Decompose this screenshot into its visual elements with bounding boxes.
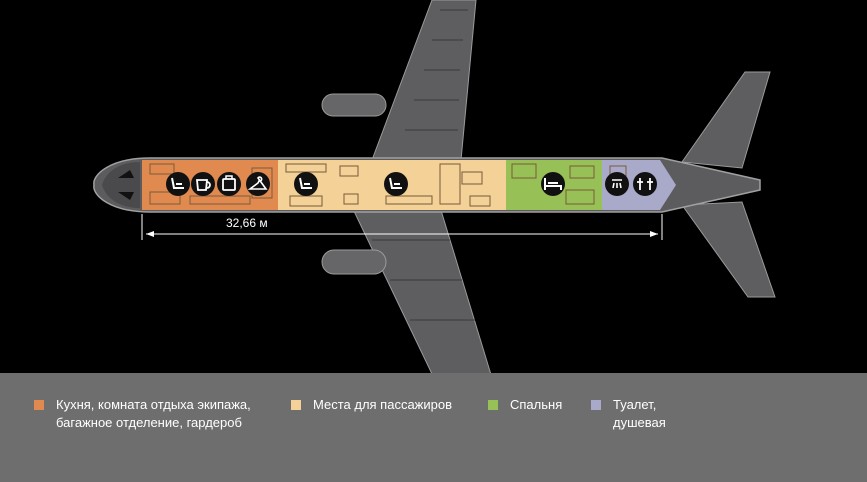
- legend-label: Туалет,: [613, 397, 657, 412]
- legend-swatch-passenger: [291, 400, 301, 410]
- upper-wing: [371, 0, 477, 161]
- shower-icon: [605, 172, 629, 196]
- seat-icon: [294, 172, 318, 196]
- legend-label: Спальня: [510, 397, 563, 412]
- upper-stabilizer: [681, 71, 771, 169]
- legend-label: душевая: [613, 415, 666, 430]
- legend-swatch-bedroom: [488, 400, 498, 410]
- seat-icon: [166, 172, 190, 196]
- seat-icon: [384, 172, 408, 196]
- length-label: 32,66 м: [226, 216, 268, 230]
- legend-label: багажное отделение, гардероб: [56, 415, 242, 430]
- lower-stabilizer: [681, 201, 776, 298]
- length-dimension-line: [141, 214, 663, 240]
- bed-icon: [541, 172, 565, 196]
- hanger-icon: [246, 172, 270, 196]
- legend-label: Кухня, комната отдыха экипажа,: [56, 397, 251, 412]
- legend-band: [0, 373, 867, 482]
- luggage-icon: [217, 172, 241, 196]
- restroom-icon: [633, 172, 657, 196]
- upper-engine: [321, 93, 387, 117]
- legend-swatch-toilet: [591, 400, 601, 410]
- legend-label: Места для пассажиров: [313, 397, 453, 412]
- legend-swatch-galley: [34, 400, 44, 410]
- lower-engine: [321, 249, 387, 275]
- coffee-cup-icon: [191, 172, 215, 196]
